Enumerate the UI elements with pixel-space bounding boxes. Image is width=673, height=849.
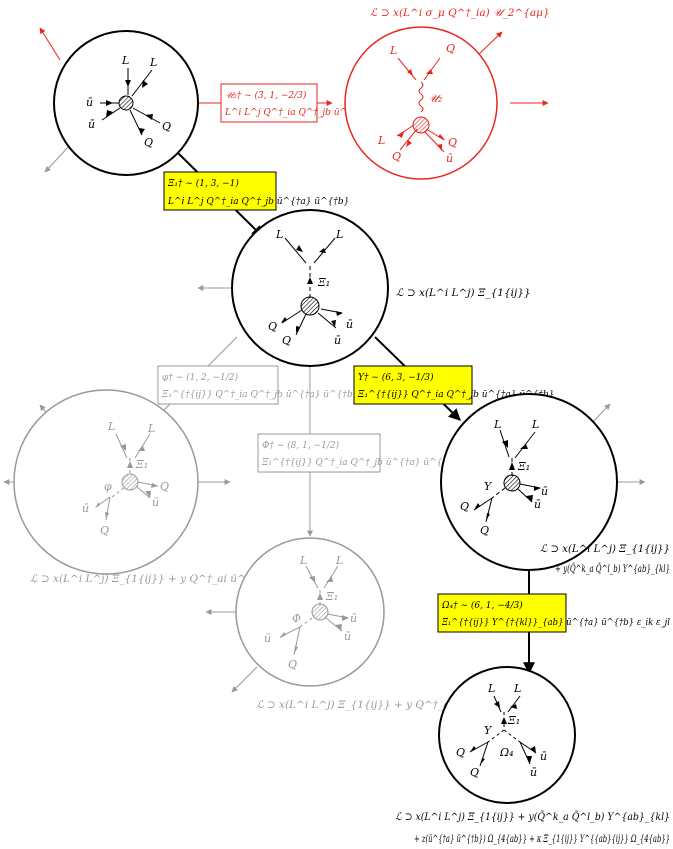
node-3-field-label: ū	[346, 318, 353, 331]
node-5-circle	[440, 393, 618, 571]
node-7-circle	[438, 666, 576, 804]
edge-label-red-line1: 𝒰₂† ∼ (3̄, 1, −2/3)	[225, 90, 307, 101]
node-5-lagrangian-line2: + y(Q̃^k_a Q̃^l_b) Υ^{ab}_{kl}	[555, 562, 670, 575]
node-4-field-label: Q	[100, 524, 109, 537]
node-7-field-label: ū	[540, 750, 547, 763]
node-2-field-label: ū	[446, 152, 453, 165]
node-2-field-label: 𝒰₂	[428, 92, 442, 105]
edge-label-bigphi-line2: Ξ₁^{†{ij}} Q^†_ia Q^†_jb ū^{†a} ū^{†b}	[261, 458, 458, 468]
node-3-field-label: L	[275, 228, 283, 241]
stub-n1-bottom-left	[44, 144, 71, 173]
node-5-field-label: Υ	[484, 480, 493, 493]
node-2-field-label: L	[389, 44, 397, 57]
node-3-field-label: L	[335, 228, 343, 241]
node-4-lagrangian: ℒ ⊃ x(L^i L^j) Ξ_{1{ij}} + y Q^†_ai ū^{†…	[30, 573, 294, 585]
edge-label-upsilon-line1: Υ† ∼ (6, 3, −1/3)	[358, 372, 434, 383]
node-5-field-label: Q	[480, 524, 489, 537]
node-2-circle	[344, 26, 498, 180]
edge-label-phi: φ† ∼ (1, 2, −1/2) Ξ₁^{†{ij}} Q^†_ia Q^†_…	[157, 365, 358, 405]
edge-label-xi-line2: L^i L^j Q^†_ia Q^†_jb ū^{†a} ū^{†b}	[167, 197, 349, 207]
edge-label-xi-line1: Ξ₁† ∼ (1, 3, −1)	[167, 178, 239, 189]
node-5-field-label: ū	[534, 498, 541, 511]
node-3-field-label: Ξ₁	[317, 276, 330, 289]
node-2-field-label: Q	[448, 136, 457, 149]
node-2-field-label: L	[377, 134, 385, 147]
node-5-field-label: L	[531, 418, 539, 431]
node-7: L L Ξ₁ Υ Ω₄ Q Q ū ū ℒ ⊃ x(L^i L^j) Ξ_{1{…	[395, 666, 670, 845]
edge-label-omega-line2: Ξ₁^{†{ij}} Υ^{†{kl}}_{ab} ū^{†a} ū^{†b} …	[441, 618, 670, 628]
node-2-lagrangian: ℒ ⊃ x(L^i σ_μ Q^†_ia) 𝒰_2^{aμ}	[370, 7, 550, 19]
node-6-field-label: Φ	[292, 612, 301, 625]
node-3-field-label: Q	[268, 320, 277, 333]
node-1: L L ū ū Q Q	[53, 30, 199, 176]
node-5-lagrangian-line1: ℒ ⊃ x(L^i L^j) Ξ_{1{ij}}	[540, 543, 670, 555]
node-1-field-label: Q	[162, 120, 171, 133]
node-4-circle	[13, 389, 199, 575]
node-4-field-label: Ξ₁	[135, 458, 148, 471]
node-7-field-label: Q	[456, 746, 465, 759]
edge-label-phi-line2: Ξ₁^{†{ij}} Q^†_ia Q^†_jb ū^{†a} ū^{†b}	[161, 390, 358, 400]
node-6-field-label: L	[299, 554, 307, 567]
stub-n2-top-right	[477, 31, 503, 56]
node-5-field-label: Q	[460, 500, 469, 513]
node-7-field-label: L	[487, 682, 495, 695]
node-3: L L Ξ₁ Q Q ū ū ℒ ⊃ x(L^i L^j) Ξ_{1{ij}}	[231, 209, 531, 367]
node-7-field-label: Ω₄	[499, 746, 514, 759]
node-4-field-label: ū	[152, 496, 159, 509]
node-1-field-label: L	[121, 54, 129, 67]
node-6-field-label: Ξ₁	[325, 590, 338, 603]
node-7-lagrangian-line2: + z(ū^{†a} ū^{†b}) Ω_{4{ab}} + κ Ξ_{1{ij…	[414, 833, 670, 845]
node-6-field-label: Q	[288, 658, 297, 671]
node-3-lagrangian: ℒ ⊃ x(L^i L^j) Ξ_{1{ij}}	[396, 287, 531, 299]
node-7-field-label: Υ	[484, 724, 493, 737]
node-7-field-label: L	[513, 682, 521, 695]
node-2-field-label: Q	[392, 150, 401, 163]
node-7-field-label: Q	[470, 766, 479, 779]
edge-label-red-line2: L^i L^j Q^†_ia Q^†_jb ū^{†a} ū^{†b}	[224, 108, 406, 118]
edge-label-phi-line1: φ† ∼ (1, 2, −1/2)	[162, 372, 238, 383]
node-2: L Q 𝒰₂ L Q Q ū ℒ ⊃ x(L^i σ_μ Q^†_ia) 𝒰_2…	[344, 7, 550, 180]
edge-label-bigphi: Φ† ∼ (8, 1, −1/2) Ξ₁^{†{ij}} Q^†_ia Q^†_…	[257, 433, 458, 473]
node-7-lagrangian-line1: ℒ ⊃ x(L^i L^j) Ξ_{1{ij}} + y(Q̃^k_a Q̃^l…	[395, 810, 670, 823]
node-6-circle	[235, 537, 385, 687]
node-4-field-label: ū	[82, 502, 89, 515]
node-4: L L Ξ₁ φ ū Q Q ū ℒ ⊃ x(L^i L^j) Ξ_{1{ij}…	[13, 389, 294, 585]
node-4-field-label: Q	[160, 480, 169, 493]
node-5-field-label: L	[493, 418, 501, 431]
node-1-field-label: L	[149, 56, 157, 69]
node-5: L L Ξ₁ Υ Q Q ū ū ℒ ⊃ x(L^i L^j) Ξ_{1{ij}…	[440, 393, 670, 575]
node-7-field-label: ū	[530, 766, 537, 779]
node-6-field-label: ū	[264, 632, 271, 645]
edge-label-bigphi-line1: Φ† ∼ (8, 1, −1/2)	[262, 440, 340, 451]
edge-label-red: 𝒰₂† ∼ (3̄, 1, −2/3) L^i L^j Q^†_ia Q^†_j…	[220, 83, 406, 123]
edge-label-xi: Ξ₁† ∼ (1, 3, −1) L^i L^j Q^†_ia Q^†_jb ū…	[163, 171, 349, 211]
stub-n6-bottom-left	[231, 666, 258, 693]
node-1-field-label: Q	[144, 136, 153, 149]
node-2-field-label: Q	[446, 42, 455, 55]
edge-label-upsilon-line2: Ξ₁^{†{ij}} Q^†_ia Q^†_jb ū^{†a} ū^{†b}	[357, 390, 554, 400]
node-7-field-label: Ξ₁	[507, 714, 520, 727]
node-1-field-label: ū	[88, 118, 95, 131]
stub-n1-top-left	[39, 27, 61, 61]
node-4-field-label: L	[107, 420, 115, 433]
node-4-field-label: L	[147, 422, 155, 435]
edge-label-omega: Ω₄† ∼ (6, 1, −4/3) Ξ₁^{†{ij}} Υ^{†{kl}}_…	[437, 593, 670, 633]
node-3-field-label: ū	[334, 334, 341, 347]
node-5-field-label: ū	[541, 485, 548, 498]
edge-label-omega-line1: Ω₄† ∼ (6, 1, −4/3)	[441, 600, 523, 611]
node-6-field-label: ū	[344, 630, 351, 643]
node-3-field-label: Q	[282, 334, 291, 347]
node-6-field-label: ū	[350, 612, 357, 625]
edge-label-upsilon: Υ† ∼ (6, 3, −1/3) Ξ₁^{†{ij}} Q^†_ia Q^†_…	[353, 365, 554, 405]
node-5-field-label: Ξ₁	[517, 460, 530, 473]
node-1-field-label: ū	[86, 96, 93, 109]
node-6-field-label: L	[335, 554, 343, 567]
node-4-field-label: φ	[104, 480, 112, 493]
